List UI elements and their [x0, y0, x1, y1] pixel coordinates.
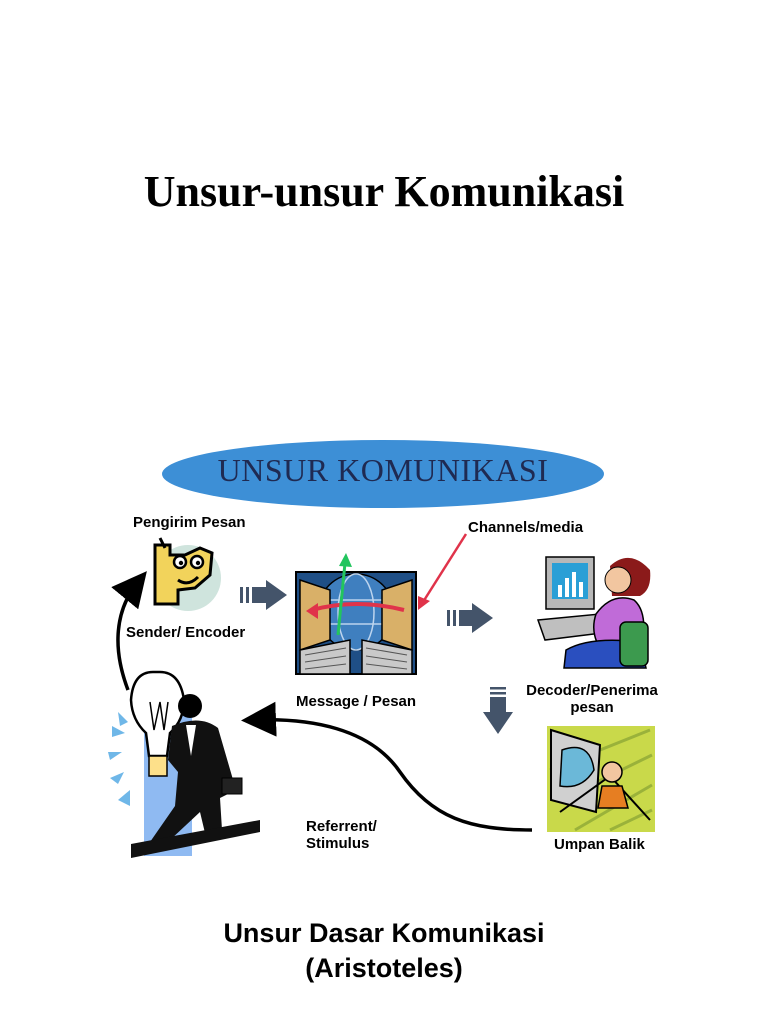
label-referrent: Referrent/ Stimulus [306, 818, 377, 852]
channels-pointer-line [418, 533, 468, 610]
referrent-businessman-icon [108, 670, 260, 858]
feedback-monitor-icon [547, 726, 655, 832]
footer-line2: (Aristoteles) [305, 953, 463, 983]
label-umpan: Umpan Balik [554, 836, 645, 853]
arrow-down-to-feedback [483, 687, 513, 734]
label-decoder-line2: pesan [570, 699, 614, 716]
label-referrent-line1: Referrent/ [306, 818, 377, 835]
label-sender: Sender/ Encoder [126, 624, 246, 641]
sender-face-icon [153, 537, 221, 611]
label-pengirim: Pengirim Pesan [133, 514, 246, 531]
header-oval [162, 440, 604, 508]
arrow-referrent-to-sender [111, 571, 147, 691]
header-oval-text: UNSUR KOMUNIKASI [217, 452, 549, 488]
arrow-feedback-to-referrent [241, 701, 533, 832]
computers-globe-icon [295, 553, 417, 675]
receiver-woman-icon [536, 556, 651, 669]
label-message: Message / Pesan [296, 693, 417, 710]
footer-line1: Unsur Dasar Komunikasi [223, 918, 545, 948]
page-title: Unsur-unsur Komunikasi [143, 167, 625, 216]
label-referrent-line2: Stimulus [306, 835, 370, 852]
label-channels: Channels/media [468, 519, 584, 536]
arrow-message-to-receiver [447, 603, 493, 633]
label-decoder: Decoder/Penerima pesan [510, 682, 674, 716]
arrow-sender-to-message [240, 580, 287, 610]
label-decoder-line1: Decoder/Penerima [526, 682, 658, 699]
